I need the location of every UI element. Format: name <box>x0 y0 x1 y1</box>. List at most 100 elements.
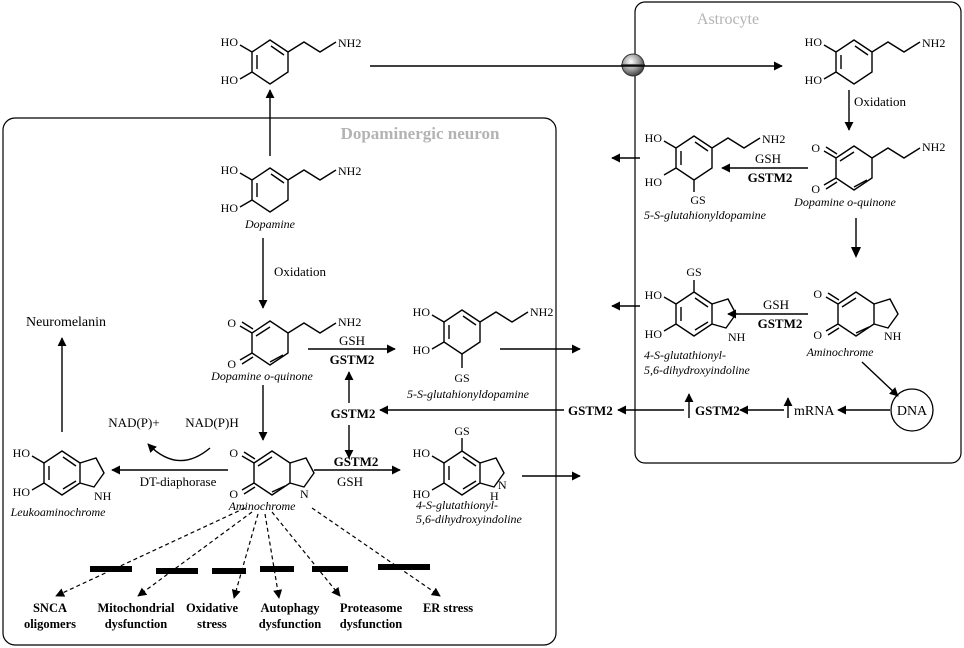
label-dna: DNA <box>897 404 928 419</box>
svg-text:NH2: NH2 <box>762 132 785 146</box>
label-nadph: NAD(P)H <box>185 415 238 430</box>
label-indoline-neuron-2: 5,6-dihydroxyindoline <box>416 512 523 526</box>
svg-text:H: H <box>490 489 499 503</box>
svg-text:GSH: GSH <box>337 474 363 489</box>
svg-text:HO: HO <box>13 485 31 499</box>
svg-text:HO: HO <box>221 201 239 215</box>
svg-text:HO: HO <box>805 73 823 87</box>
molecule-leukoaminochrome: HO HO NH <box>13 446 112 503</box>
svg-text:GS: GS <box>454 371 469 385</box>
svg-text:N: N <box>300 487 309 501</box>
neuron-title: Dopaminergic neuron <box>341 124 500 143</box>
label-neuromelanin: Neuromelanin <box>26 315 106 330</box>
neuron-compartment <box>2 117 557 646</box>
svg-text:oligomers: oligomers <box>24 617 76 631</box>
molecule-extracellular-dopamine: HO HO NH2 <box>221 35 362 87</box>
svg-text:NH2: NH2 <box>922 140 945 154</box>
svg-text:dysfunction: dysfunction <box>259 617 322 631</box>
molecule-astrocyte-glutathionyldopamine: HO HO NH2 GS <box>645 131 786 207</box>
label-oxidation-neuron: Oxidation <box>274 264 326 279</box>
svg-text:HO: HO <box>413 487 431 501</box>
outcome-mitochondrial: Mitochondrial <box>97 601 175 615</box>
svg-text:GSTM2: GSTM2 <box>758 316 803 331</box>
label-mrna: mRNA <box>794 404 835 419</box>
outcome-er-stress: ER stress <box>423 601 473 615</box>
label-nadp-plus: NAD(P)+ <box>108 415 159 430</box>
outcome-proteasome: Proteasome <box>340 601 403 615</box>
svg-text:O: O <box>227 357 236 371</box>
toxicity-pathways <box>55 507 441 599</box>
svg-text:NH2: NH2 <box>338 36 361 50</box>
svg-text:O: O <box>811 141 820 155</box>
outcome-oxidative: Oxidative <box>186 601 239 615</box>
svg-text:dysfunction: dysfunction <box>340 617 403 631</box>
dna-node <box>890 388 934 432</box>
molecule-aminochrome: O O N <box>229 446 315 501</box>
svg-text:O: O <box>229 487 238 501</box>
svg-text:O: O <box>813 328 822 342</box>
svg-text:NH2: NH2 <box>530 305 553 319</box>
molecule-dopamine: HO HO NH2 <box>221 163 362 215</box>
svg-text:GS: GS <box>690 193 705 207</box>
molecule-dopamine-quinone: O O NH2 <box>227 315 361 371</box>
molecule-astrocyte-glutathionyl-indoline: GS HO HO NH <box>645 265 746 344</box>
svg-text:GSH: GSH <box>755 151 781 166</box>
svg-text:HO: HO <box>413 343 431 357</box>
svg-text:NH: NH <box>94 489 112 503</box>
gstm2-label: GSTM2 <box>330 352 375 367</box>
gstm2-center: GSTM2 <box>331 406 376 421</box>
svg-text:GS: GS <box>454 424 469 438</box>
svg-text:HO: HO <box>13 446 31 460</box>
svg-text:NH2: NH2 <box>338 315 361 329</box>
svg-text:NH2: NH2 <box>338 164 361 178</box>
label-indoline-neuron-1: 4-S-glutathionyl- <box>416 498 498 512</box>
arrow-nadph-cofactor <box>147 443 211 462</box>
label-oxidation-astrocyte: Oxidation <box>854 94 906 109</box>
label-dopamine-quinone: Dopamine o-quinone <box>210 369 313 383</box>
gstm2-astrocyte-protein: GSTM2 <box>695 403 740 418</box>
svg-text:NH2: NH2 <box>922 36 945 50</box>
label-glutathionyldopamine-neuron: 5-S-glutahionyldopamine <box>407 387 530 401</box>
label-astrocyte-dopamine-quinone: Dopamine o-quinone <box>793 195 896 209</box>
svg-text:N: N <box>498 478 507 492</box>
svg-text:HO: HO <box>221 73 239 87</box>
svg-text:HO: HO <box>645 327 663 341</box>
svg-text:O: O <box>811 182 820 196</box>
svg-text:NH: NH <box>728 330 746 344</box>
astrocyte-title: Astrocyte <box>697 11 759 28</box>
molecule-astrocyte-dopamine: HO HO NH2 <box>805 35 946 87</box>
label-dt-diaphorase: DT-diaphorase <box>140 474 217 489</box>
label-astrocyte-aminochrome: Aminochrome <box>806 345 875 359</box>
arrow-to-dna <box>861 361 899 397</box>
label-astrocyte-indoline-2: 5,6-dihydroxyindoline <box>644 363 751 377</box>
outcome-autophagy: Autophagy <box>260 601 320 615</box>
svg-text:stress: stress <box>197 617 227 631</box>
gstm2-secreted: GSTM2 <box>568 403 613 418</box>
svg-text:HO: HO <box>805 35 823 49</box>
molecule-astrocyte-dopamine-quinone: O O NH2 <box>811 140 945 196</box>
svg-text:O: O <box>227 316 236 330</box>
molecule-glutathionyldopamine-neuron: HO HO NH2 GS <box>413 305 554 385</box>
label-astrocyte-glutathionyldopamine: 5-S-glutahionyldopamine <box>644 208 767 222</box>
label-dopamine: Dopamine <box>244 217 296 231</box>
svg-text:HO: HO <box>645 131 663 145</box>
svg-text:O: O <box>229 446 238 460</box>
svg-text:O: O <box>813 287 822 301</box>
svg-text:GS: GS <box>686 265 701 279</box>
svg-text:HO: HO <box>221 163 239 177</box>
svg-text:HO: HO <box>221 35 239 49</box>
label-leukoaminochrome: Leukoaminochrome <box>10 505 107 519</box>
svg-text:HO: HO <box>413 305 431 319</box>
svg-text:HO: HO <box>413 446 431 460</box>
svg-text:HO: HO <box>645 288 663 302</box>
molecule-glutathionyl-indoline-neuron: GS HO HO H N <box>413 424 507 503</box>
svg-text:dysfunction: dysfunction <box>105 617 168 631</box>
svg-text:GSH: GSH <box>763 297 789 312</box>
molecule-astrocyte-aminochrome: O O NH <box>813 287 901 343</box>
label-aminochrome: Aminochrome <box>228 499 297 513</box>
svg-text:NH: NH <box>884 329 902 343</box>
svg-text:GSH: GSH <box>339 333 365 348</box>
svg-text:GSTM2: GSTM2 <box>334 454 379 469</box>
